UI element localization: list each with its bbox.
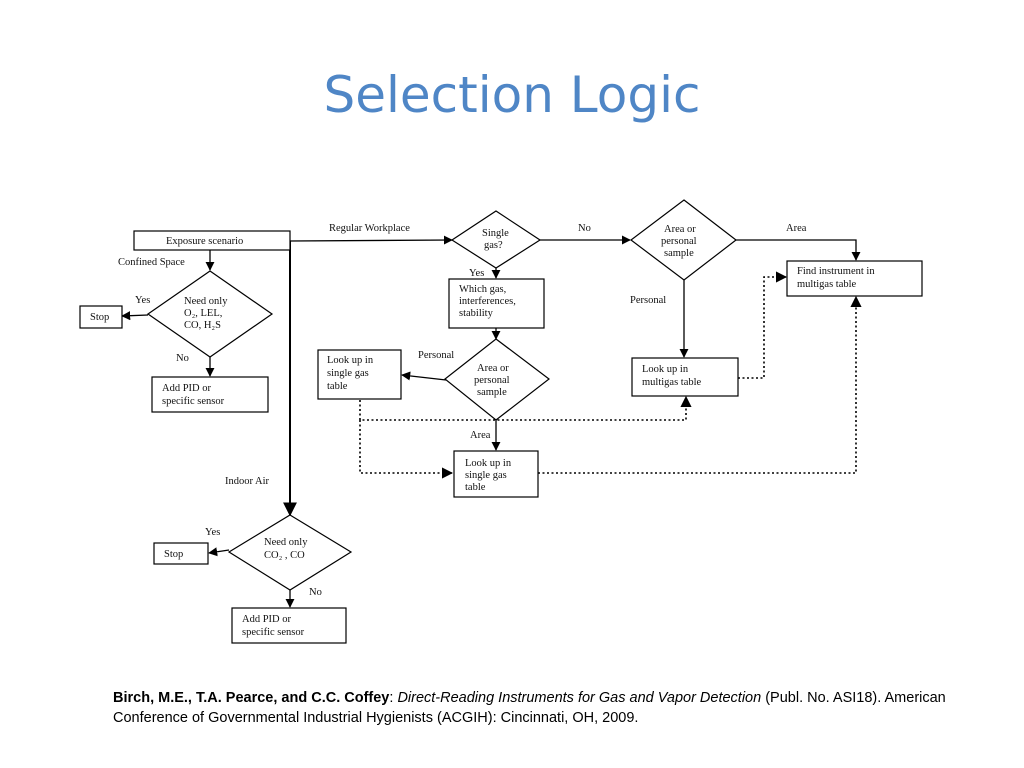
flowchart-edge-labels: Confined Space Regular Workplace Indoor … <box>118 223 807 598</box>
edge-label-indoor-air: Indoor Air <box>225 476 270 487</box>
node-lookup-single-1 <box>317 349 402 400</box>
edge-label-no-2: No <box>309 587 322 598</box>
edge-area-find-instrument <box>736 239 861 261</box>
flowchart-nodes <box>79 199 923 644</box>
node-stop-2 <box>153 542 209 565</box>
label-stop-1: Stop <box>90 312 109 323</box>
label-exposure-scenario: Exposure scenario <box>166 236 243 247</box>
edge-dotted-lookup-single <box>359 420 454 479</box>
node-area-personal-decision-2 <box>444 338 550 421</box>
node-single-gas-decision <box>450 210 542 269</box>
label-need-only-co2: Need only CO₂ , CO <box>264 537 310 561</box>
label-lookup-single-1: Look up in single gas table <box>327 355 376 392</box>
node-exposure-scenario <box>133 230 291 251</box>
label-add-pid-2: Add PID or specific sensor <box>242 614 305 638</box>
node-add-pid-2 <box>231 607 347 644</box>
label-area-personal-2: Area or personal sample <box>474 363 512 398</box>
flowchart-connectors <box>121 235 861 608</box>
edge-yes-stop-2 <box>208 547 230 557</box>
node-add-pid-1 <box>151 376 269 413</box>
label-area-personal-1: Area or personal sample <box>661 224 699 259</box>
edge-label-personal-2: Personal <box>630 295 666 306</box>
label-single-gas: Single gas? <box>482 228 511 251</box>
edge-label-confined-space: Confined Space <box>118 257 185 268</box>
edge-yes-stop-1 <box>121 311 149 321</box>
citation-work-title: Direct-Reading Instruments for Gas and V… <box>397 690 762 706</box>
edge-label-yes-single: Yes <box>469 268 484 279</box>
label-find-instrument: Find instrument in multigas table <box>797 266 877 290</box>
slide-title: Selection Logic <box>323 66 701 124</box>
edge-label-area-2: Area <box>786 223 807 234</box>
flowchart-dotted-connectors <box>359 271 862 479</box>
edge-label-yes-2: Yes <box>205 527 220 538</box>
citation-separator: : <box>389 690 398 706</box>
node-lookup-single-2 <box>453 450 539 498</box>
label-stop-2: Stop <box>164 549 183 560</box>
node-lookup-multigas <box>631 357 739 397</box>
node-stop-1 <box>79 305 123 329</box>
label-add-pid-1: Add PID or specific sensor <box>162 383 225 407</box>
label-which-gas: Which gas, interferences, stability <box>459 284 518 319</box>
edge-label-area-1: Area <box>470 430 491 441</box>
label-lookup-multigas: Look up in multigas table <box>642 364 702 388</box>
node-find-instrument <box>786 260 923 297</box>
edge-label-no-1: No <box>176 353 189 364</box>
edge-label-no-single: No <box>578 223 591 234</box>
node-need-only-co2-decision <box>227 514 353 591</box>
edge-personal-lookup-single <box>401 371 447 381</box>
citation: Birch, M.E., T.A. Pearce, and C.C. Coffe… <box>113 688 993 728</box>
node-which-gas <box>448 278 545 329</box>
node-area-personal-decision-1 <box>630 199 737 281</box>
edge-label-regular-workplace: Regular Workplace <box>329 223 410 234</box>
flowchart-node-labels: Exposure scenario Need only O₂, LEL, CO,… <box>90 224 877 638</box>
label-lookup-single-2: Look up in single gas table <box>465 458 514 493</box>
edge-dotted-lookup-multigas <box>359 395 692 421</box>
citation-authors: Birch, M.E., T.A. Pearce, and C.C. Coffe… <box>113 690 390 706</box>
edge-label-personal-1: Personal <box>418 350 454 361</box>
citation-rest: (Publ. No. ASI18). American Conference o… <box>113 690 946 726</box>
label-need-only-o2: Need only O₂, LEL, CO, H₂S <box>184 296 230 331</box>
edge-label-yes-1: Yes <box>135 295 150 306</box>
edge-dotted-find-instrument-2 <box>738 271 788 379</box>
edge-regular-workplace <box>289 235 453 245</box>
node-need-only-o2-decision <box>146 270 274 358</box>
